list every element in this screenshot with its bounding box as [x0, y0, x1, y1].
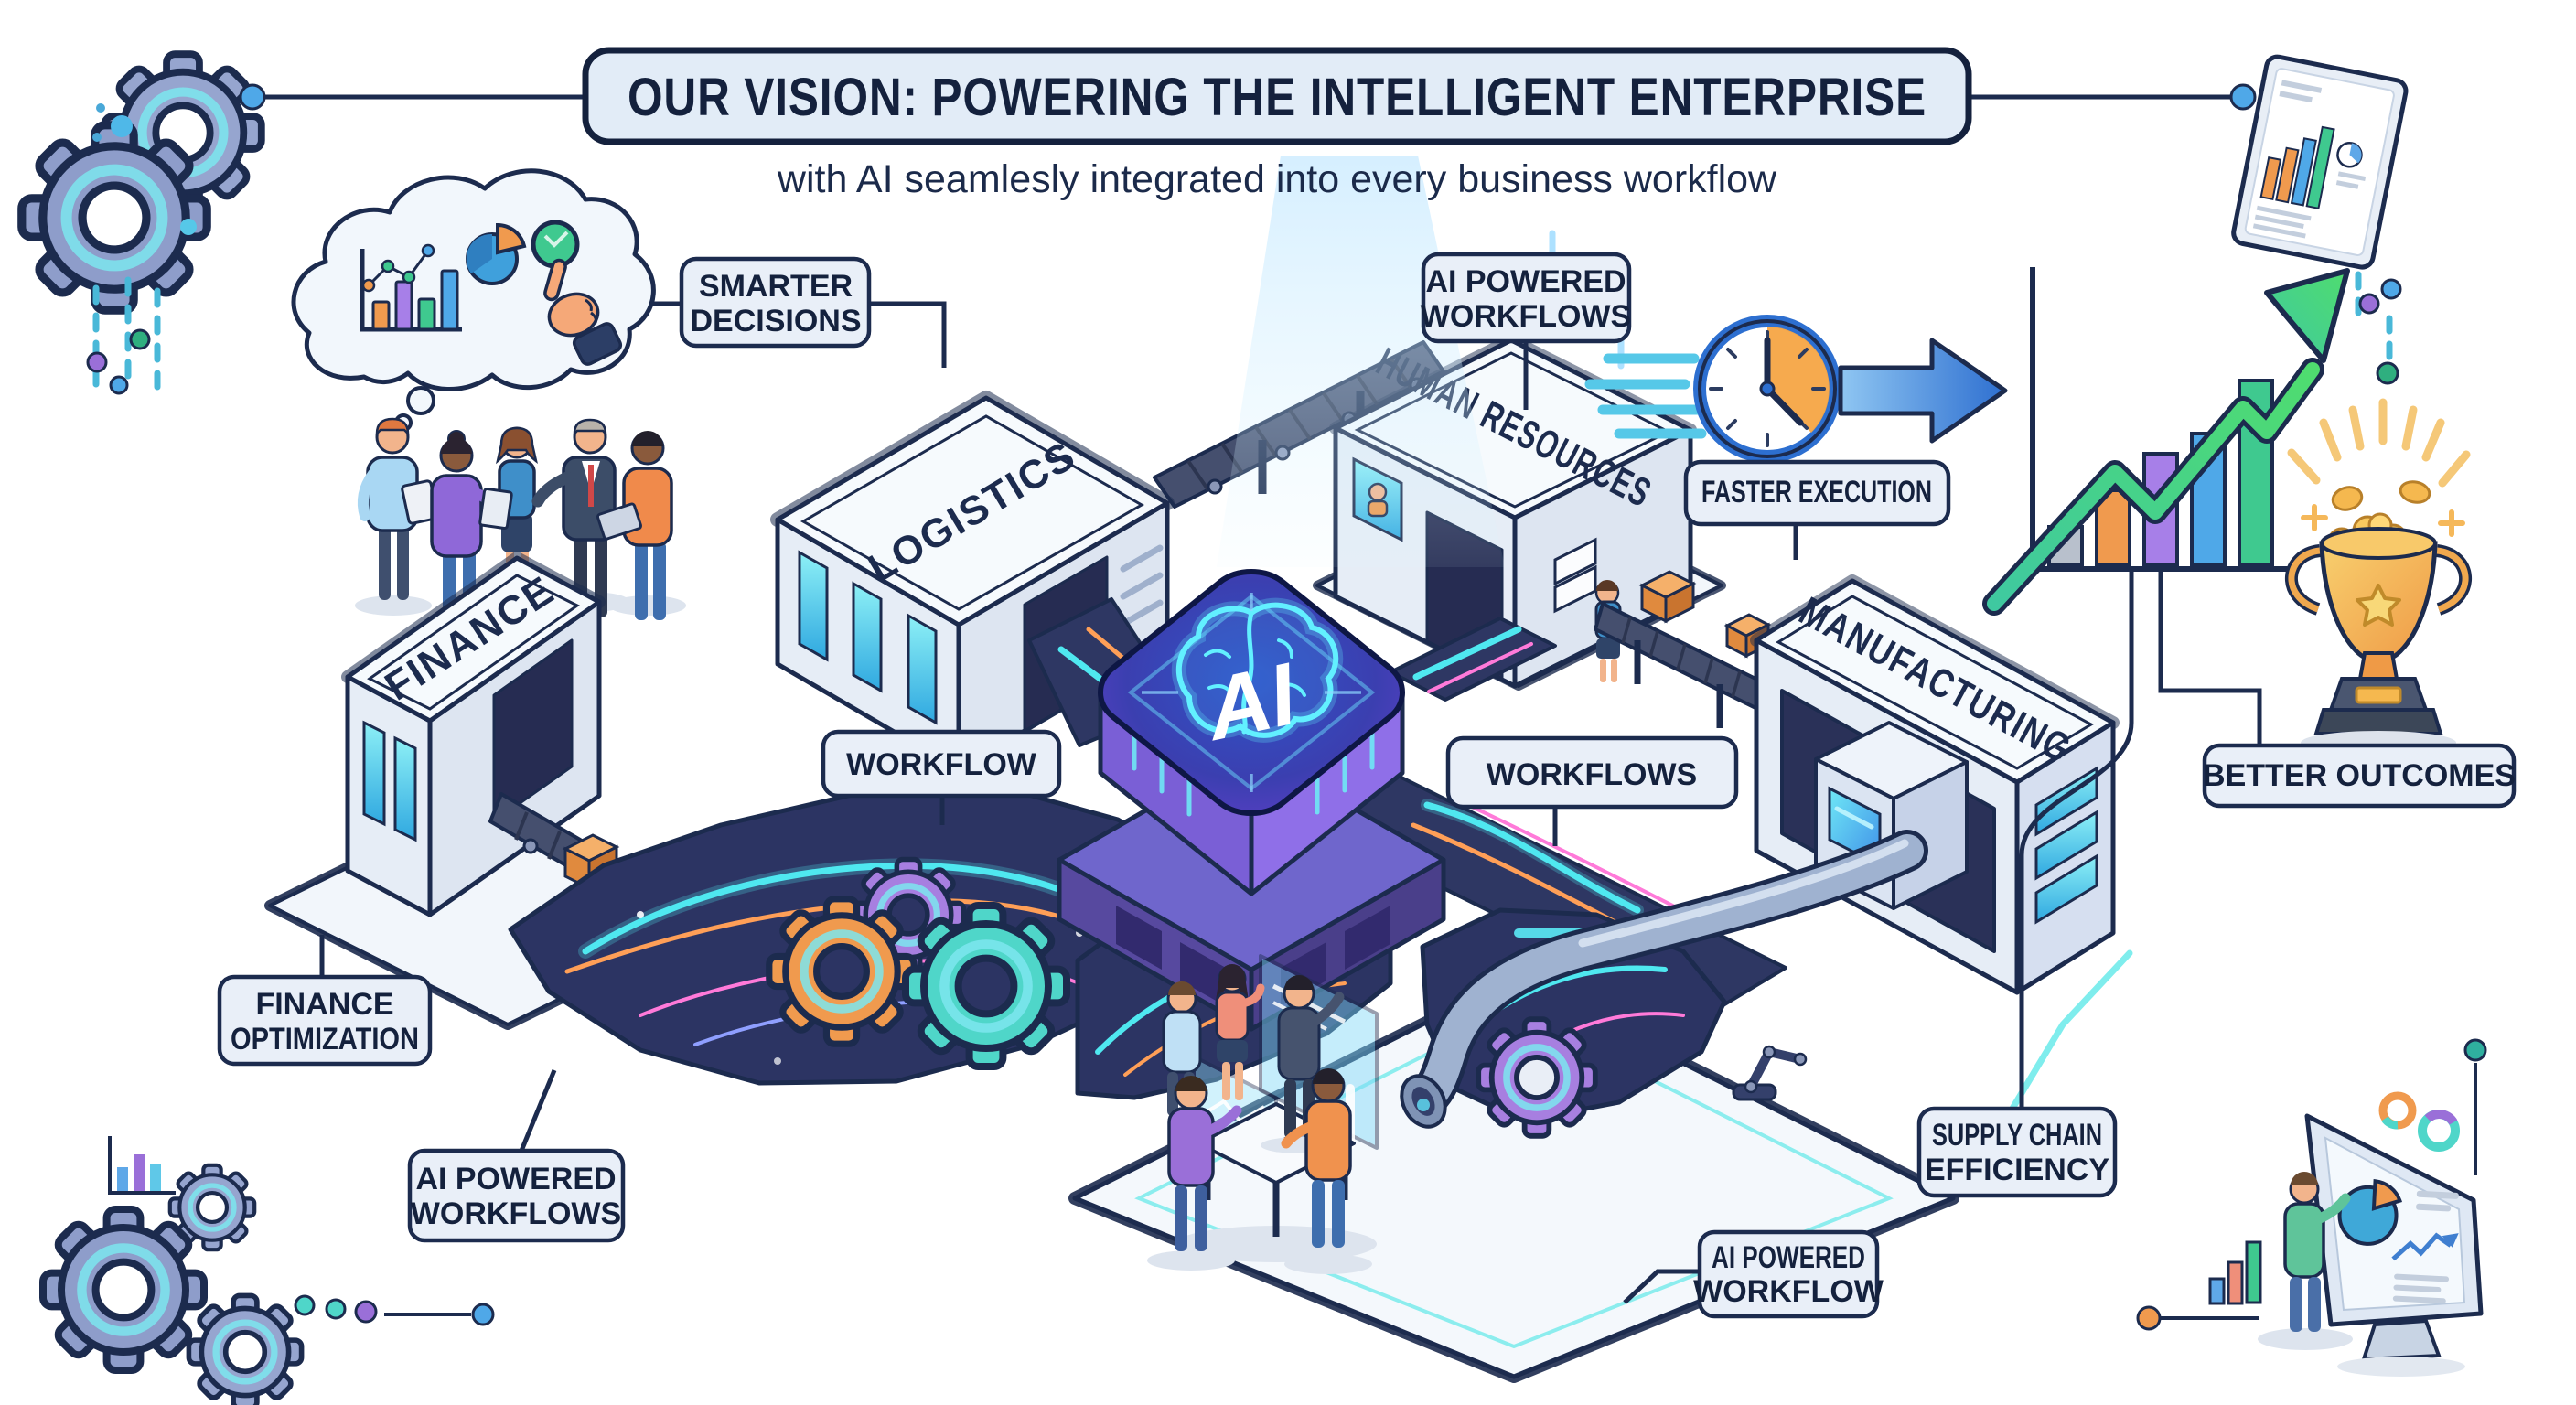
dots-decoration-right [2355, 271, 2402, 385]
callout-text: FINANCE [255, 987, 393, 1022]
callout-text: DECISIONS [690, 304, 861, 338]
building-logistics: LOGISTICS [770, 391, 1175, 772]
callout-workflow [821, 729, 1062, 799]
gear-icon [1478, 1019, 1595, 1136]
dot-decoration [86, 351, 108, 373]
tablet-dashboard-icon [2231, 54, 2409, 270]
callout-text: WORKFLOWS [1487, 757, 1697, 792]
forward-arrow-icon [1838, 338, 2008, 444]
speed-clock-icon [1584, 315, 2008, 463]
growth-arrow-icon [1982, 267, 2350, 616]
callout-text: WORKFLOWS [1421, 299, 1631, 334]
pipe-icon [1400, 830, 1928, 1129]
building-finance: FINANCE [341, 552, 606, 917]
gear-icon [906, 906, 1067, 1067]
dot-decoration [109, 375, 129, 395]
box-icon [1638, 570, 1697, 624]
callout-text: SMARTER [699, 269, 853, 304]
callout-text: AI POWERED [1425, 264, 1626, 299]
mini-bar-chart-icon [2136, 1240, 2262, 1331]
gear-icon [188, 1295, 301, 1405]
gear-icon [22, 125, 207, 310]
gear-cluster-bottom-left [43, 1136, 495, 1405]
callouts-layer: OUR VISION: POWERING THE INTELLIGENT ENT… [217, 47, 2517, 1319]
callout-text: EFFICIENCY [1925, 1153, 2109, 1187]
connector-dot [2229, 83, 2257, 111]
callout-smarter-decisions [679, 256, 872, 349]
circuit-platform [508, 784, 1219, 1086]
robot-arm-icon [1732, 1045, 1808, 1101]
callout-text: AI POWERED [1712, 1240, 1865, 1275]
callout-text: OPTIMIZATION [231, 1022, 419, 1056]
dot-decoration [92, 133, 102, 142]
callout-text: AI POWERED [415, 1162, 616, 1196]
team-group-icon [355, 417, 686, 648]
brain-glyph [1171, 597, 1344, 743]
pie-chart-icon [466, 222, 527, 285]
gear-icon [769, 899, 914, 1044]
callout-ai-powered-workflow-bottom [1697, 1229, 1880, 1319]
bubble-dot [406, 386, 435, 415]
callout-text: WORKFLOWS [411, 1196, 621, 1231]
callout-text: WORKFLOW [846, 747, 1037, 782]
callout-faster-execution [1683, 459, 1951, 527]
gear-cluster-top-left [22, 54, 262, 395]
dot-decoration [111, 115, 133, 137]
person-figure [2258, 1172, 2353, 1350]
gear-icon [43, 1209, 204, 1370]
monitor-analytics-icon [2136, 1038, 2487, 1377]
callout-text: BETTER OUTCOMES [2203, 758, 2516, 793]
connector-dot [239, 83, 266, 111]
trophy-icon [2285, 398, 2472, 755]
callout-ai-powered-workflows-top [1421, 252, 1632, 344]
person-figure [596, 431, 673, 620]
team-around-table [1147, 964, 1372, 1274]
callout-supply-chain-efficiency [1916, 1106, 2118, 1198]
person-figure [1281, 1068, 1372, 1274]
pointer-hand-icon [531, 220, 623, 366]
dot-decoration [129, 328, 151, 350]
callout-text: FASTER EXECUTION [1701, 475, 1932, 509]
bar-chart-icon [360, 243, 462, 332]
mini-bar-chart-icon [108, 1136, 176, 1195]
person-figure [1215, 964, 1265, 1100]
conveyor-icon [1594, 570, 1798, 728]
callout-ai-powered-workflows-bottom [407, 1148, 626, 1243]
page-subtitle: with AI seamlesly integrated into every … [777, 157, 1777, 201]
person-figure [1147, 1076, 1242, 1271]
callout-text: WORKFLOW [1693, 1274, 1884, 1309]
title-banner [582, 47, 1972, 145]
callout-text: SUPPLY CHAIN [1932, 1118, 2102, 1153]
dot-decoration [96, 103, 105, 113]
page-title: OUR VISION: POWERING THE INTELLIGENT ENT… [628, 68, 1927, 127]
dot-decoration [180, 219, 197, 235]
person-figure [357, 417, 439, 600]
thought-bubble-icon [291, 168, 656, 432]
callout-finance-optimization [217, 974, 433, 1067]
callout-better-outcomes [2202, 743, 2517, 809]
callout-workflows [1445, 735, 1739, 810]
